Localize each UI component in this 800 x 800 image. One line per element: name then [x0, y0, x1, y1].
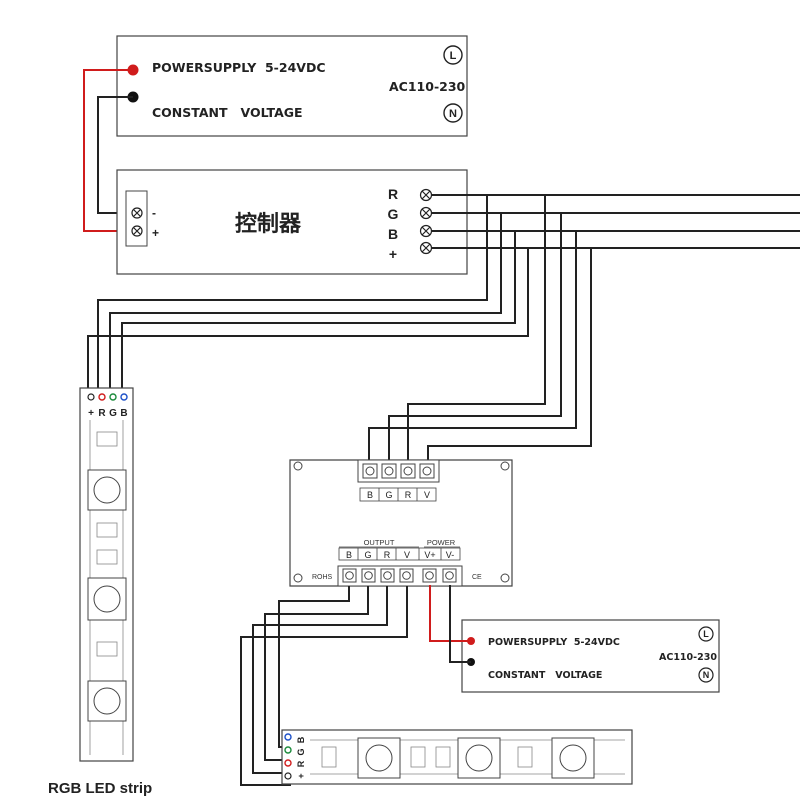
controller-input-plus-screw — [131, 225, 143, 237]
strip-left-led-1 — [87, 469, 127, 511]
psu-bottom-line2: CONSTANT VOLTAGE — [488, 670, 602, 681]
amp-out-b: B — [346, 550, 352, 560]
psu-top-l-circle — [443, 45, 463, 65]
strip-left-label-b: B — [120, 408, 127, 419]
psu-top-ac: AC110-230 — [389, 79, 466, 94]
strip-bottom-label-b: B — [296, 736, 306, 743]
psu-bottom-l-label: L — [703, 629, 709, 639]
strip-left-led-2 — [87, 577, 127, 621]
psu-bottom-wires — [429, 585, 471, 663]
amp-out-vplus: V+ — [424, 550, 435, 560]
psu-bottom-l-circle — [698, 626, 714, 642]
amp-in-b: B — [367, 490, 373, 500]
controller-term-b: B — [388, 226, 398, 242]
strip-left-pin-b — [120, 393, 128, 401]
controller-title: 控制器 — [235, 211, 302, 236]
psu-top-line1: POWERSUPPLY 5-24VDC — [152, 60, 326, 75]
strip-bottom-label-r: R — [296, 760, 306, 767]
controller: - + 控制器 R G B + — [116, 169, 468, 275]
controller-input-minus-screw — [131, 207, 143, 219]
strip-bottom-pin-labels: B G R + — [296, 736, 306, 778]
amplifier-output-wires — [240, 586, 408, 786]
led-strip-bottom: B G R + — [281, 729, 633, 785]
amp-power-header: POWER — [427, 538, 456, 547]
psu-top-line2: CONSTANT VOLTAGE — [152, 105, 303, 120]
controller-output-bus — [87, 194, 800, 462]
strip-bottom-led-1 — [357, 737, 401, 779]
wire-bottom-positive — [429, 585, 471, 642]
strip-bottom-pin-b — [284, 733, 292, 741]
amp-in-v: V — [424, 490, 430, 500]
amplifier-mount-tl — [293, 461, 303, 471]
psu-bottom-ac: AC110-230 — [659, 652, 717, 663]
controller-term-plus: + — [389, 246, 397, 262]
amplifier-output-screws — [342, 568, 457, 583]
psu-bottom-line1: POWERSUPPLY 5-24VDC — [488, 637, 620, 648]
amp-output-header: OUTPUT — [364, 538, 395, 547]
amp-out-vminus: V- — [446, 550, 455, 560]
wire-psu-positive — [83, 69, 137, 232]
strip-left-caption: RGB LED strip — [48, 780, 152, 797]
power-supply-top: POWERSUPPLY 5-24VDC CONSTANT VOLTAGE AC1… — [116, 35, 468, 137]
amplifier-mount-tr — [500, 461, 510, 471]
power-supply-bottom: POWERSUPPLY 5-24VDC CONSTANT VOLTAGE AC1… — [461, 619, 720, 693]
amp-out-g: G — [364, 550, 371, 560]
strip-left-pin-plus — [87, 393, 95, 401]
amplifier-mount-bl — [293, 573, 303, 583]
amp-in-r: R — [405, 490, 412, 500]
strip-bottom-pin-g — [284, 746, 292, 754]
psu-bottom-n-circle — [698, 667, 714, 683]
strip-bottom-led-2 — [457, 737, 501, 779]
strip-bottom-led-3 — [551, 737, 595, 779]
amp-out-r: R — [384, 550, 391, 560]
psu-top-l-label: L — [450, 50, 457, 62]
controller-term-g: G — [388, 206, 399, 222]
strip-left-pin-g — [109, 393, 117, 401]
amplifier-input-block — [357, 459, 440, 483]
strip-left-pin-r — [98, 393, 106, 401]
psu-top-n-label: N — [449, 108, 457, 120]
strip-left-label-plus: + — [88, 408, 94, 419]
wire-bottom-negative — [449, 585, 471, 663]
strip-bottom-pin-plus — [284, 772, 292, 780]
strip-left-led-3 — [87, 680, 127, 722]
amplifier-mount-br — [500, 573, 510, 583]
amp-in-g: G — [385, 490, 392, 500]
amp-out-v: V — [404, 550, 410, 560]
strip-bottom-label-plus: + — [296, 773, 306, 778]
amp-rohs: ROHS — [312, 574, 333, 581]
rgb-amplifier: B G R V OUTPUT POWER B G R V V+ V- — [289, 459, 513, 587]
strip-bottom-label-g: G — [296, 748, 306, 755]
controller-term-r: R — [388, 186, 398, 202]
amplifier-input-labels: B G R V — [359, 487, 437, 502]
amplifier-output-labels: OUTPUT POWER B G R V V+ V- — [338, 538, 461, 561]
strip-left-label-g: G — [109, 408, 117, 419]
strip-bottom-pin-r — [284, 759, 292, 767]
controller-plus-label: + — [152, 226, 159, 240]
amp-ce: CE — [472, 574, 482, 581]
controller-minus-label: - — [152, 206, 156, 220]
psu-bottom-n-label: N — [703, 670, 710, 680]
psu-top-n-circle — [443, 103, 463, 123]
strip-left-label-r: R — [98, 408, 106, 419]
led-strip-left: + R G B RGB LED strip — [48, 387, 152, 797]
amplifier-input-screws — [362, 463, 435, 479]
